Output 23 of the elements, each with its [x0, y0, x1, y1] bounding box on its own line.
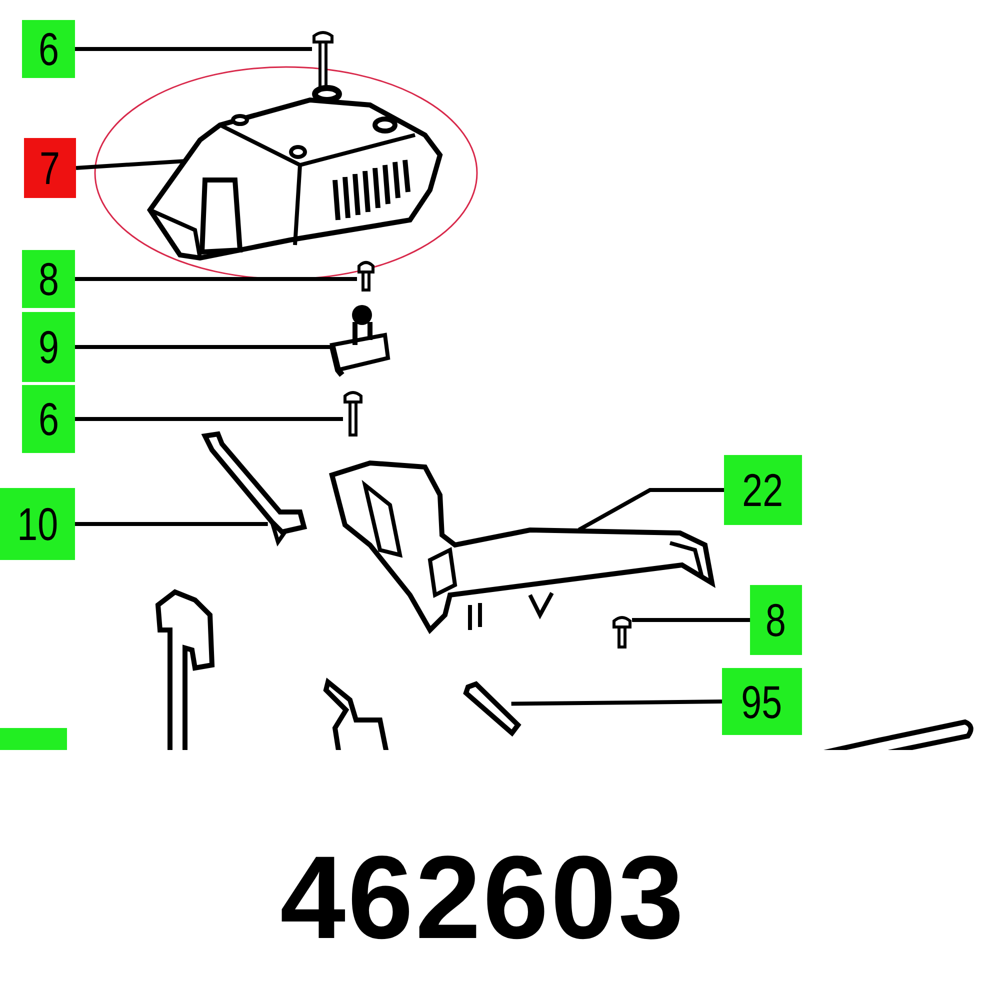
screw-drawing: [357, 262, 375, 292]
screw-drawing: [343, 392, 363, 437]
leader-line: [632, 618, 750, 622]
callout-number: 6: [22, 385, 75, 453]
leader-line: [578, 488, 724, 532]
leader-line: [511, 700, 722, 706]
leader-line: [75, 345, 330, 349]
callout-number: 7: [24, 138, 76, 198]
leader-line: [75, 277, 357, 281]
leader-line: [75, 522, 268, 526]
part-number: 462603: [280, 831, 686, 966]
callout-number: 10: [0, 488, 75, 560]
leader-line: [75, 417, 343, 421]
pin-drawing: [462, 683, 520, 735]
callout-number: 6: [22, 20, 75, 78]
callout-number: 9: [22, 312, 75, 382]
callout-number: 22: [724, 455, 802, 525]
callout-number: 8: [750, 585, 802, 655]
strap-drawing: [200, 432, 306, 547]
leader-line: [75, 47, 312, 51]
screw-drawing: [612, 617, 632, 649]
callout-number: 8: [22, 250, 75, 308]
callout-number: 95: [722, 668, 802, 735]
